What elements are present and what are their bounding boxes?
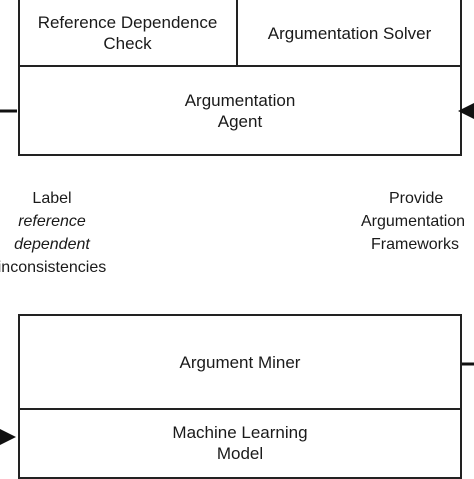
left-label-line4: inconsistencies bbox=[0, 259, 107, 276]
argument-miner-cell: Argument Miner bbox=[179, 352, 301, 372]
right-label-line1: Provide bbox=[389, 190, 444, 207]
left-bottom-arrowhead bbox=[0, 429, 16, 445]
argumentation-solver-cell: Argumentation Solver bbox=[267, 23, 432, 43]
right-flow-label: Provide Argumentation Frameworks bbox=[356, 187, 474, 256]
top-module-box bbox=[18, 0, 462, 156]
left-label-line2: reference bbox=[18, 213, 86, 230]
machine-learning-model-cell: Machine Learning Model bbox=[172, 423, 308, 463]
reference-dependence-check-cell: Reference Dependence Check bbox=[37, 13, 218, 53]
left-flow-label: Label reference dependent inconsistencie… bbox=[0, 187, 120, 279]
left-label-line3: dependent bbox=[14, 236, 90, 253]
bottom-module-box bbox=[18, 314, 462, 479]
right-top-arrowhead bbox=[458, 103, 474, 119]
left-label-line1: Label bbox=[32, 190, 72, 207]
argumentation-agent-cell: Argumentation Agent bbox=[184, 91, 296, 131]
right-label-line2: Argumentation bbox=[361, 213, 466, 230]
right-label-line3: Frameworks bbox=[371, 236, 460, 253]
